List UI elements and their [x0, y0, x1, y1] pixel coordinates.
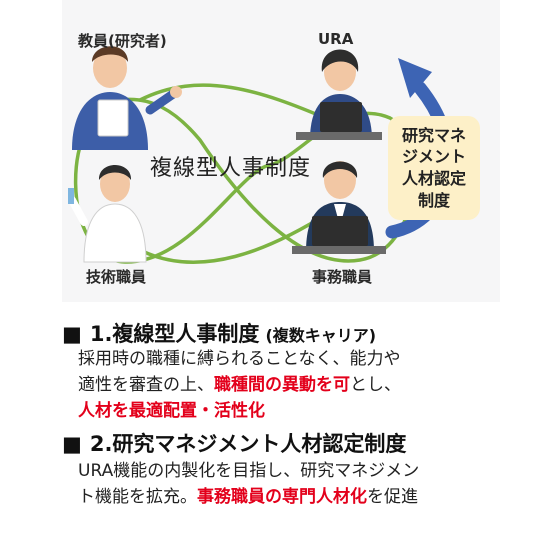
body-line: ト機能を拡充。事務職員の専門人材化を促進	[78, 484, 419, 510]
section-title: 1.複線型人事制度	[89, 322, 260, 346]
technical-person-icon	[68, 165, 147, 263]
certification-box-line: 研究マネ	[401, 125, 466, 145]
section-heading-1: ■ 1.複線型人事制度 (複数キャリア)	[62, 318, 376, 348]
career-loop-bottom	[139, 210, 331, 264]
body-text: 適性を審査の上、	[78, 375, 214, 395]
square-bullet-icon: ■	[62, 322, 82, 346]
certification-box-line: 制度	[417, 190, 450, 210]
faculty-person-icon	[72, 46, 182, 150]
ura-person-icon	[296, 49, 382, 140]
section-body-2: URA機能の内製化を目指し、研究マネジメン ト機能を拡充。事務職員の専門人材化を…	[78, 458, 419, 510]
role-label-administrative: 事務職員	[312, 268, 373, 286]
certification-box: 研究マネ ジメント 人材認定 制度	[388, 116, 480, 220]
certification-box-line: 人材認定	[401, 169, 466, 188]
body-line: 採用時の職種に縛られることなく、能力や	[78, 346, 401, 372]
role-label-ura: URA	[318, 30, 354, 48]
body-text: URA機能の内製化を目指し、研究マネジメン	[78, 461, 420, 481]
body-text: を促進	[367, 487, 418, 507]
certification-box-line: ジメント	[401, 147, 466, 167]
section-heading-2: ■ 2.研究マネジメント人材認定制度	[62, 428, 406, 458]
role-label-technical: 技術職員	[86, 268, 147, 286]
square-bullet-icon: ■	[62, 432, 82, 456]
body-text: 採用時の職種に縛られることなく、能力や	[78, 349, 401, 369]
section-title: 2.研究マネジメント人材認定制度	[89, 432, 407, 456]
promotion-arrowhead	[398, 58, 432, 98]
body-line: URA機能の内製化を目指し、研究マネジメン	[78, 458, 419, 484]
body-text: ト機能を拡充。	[78, 487, 197, 507]
body-line: 適性を審査の上、職種間の異動を可とし、	[78, 372, 401, 398]
body-line: 人材を最適配置・活性化	[78, 398, 401, 424]
section-body-1: 採用時の職種に縛られることなく、能力や 適性を審査の上、職種間の異動を可とし、 …	[78, 346, 401, 424]
administrative-person-icon	[292, 161, 386, 254]
role-label-faculty: 教員(研究者)	[78, 32, 167, 50]
body-highlight: 職種間の異動を可	[214, 375, 350, 395]
body-highlight: 事務職員の専門人材化	[197, 487, 367, 507]
body-text: とし、	[350, 375, 401, 395]
career-loop-top	[139, 83, 331, 122]
section-note: (複数キャリア)	[265, 326, 377, 345]
center-title: 複線型人事制度	[150, 156, 312, 181]
body-highlight: 人材を最適配置・活性化	[78, 401, 265, 421]
